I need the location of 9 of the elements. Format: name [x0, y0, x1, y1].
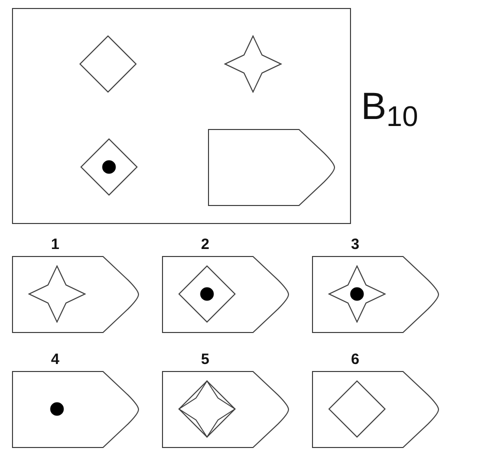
option-number: 5 — [201, 352, 210, 368]
option-number: 2 — [201, 237, 210, 253]
option-number: 1 — [51, 237, 60, 253]
matrix-frame — [12, 8, 351, 224]
puzzle-code: B$_{10}$ — [361, 88, 418, 126]
pentagon-outline — [208, 129, 335, 206]
option-number: 6 — [351, 352, 360, 368]
option-number: 3 — [351, 237, 360, 253]
option-number: 4 — [51, 352, 60, 368]
